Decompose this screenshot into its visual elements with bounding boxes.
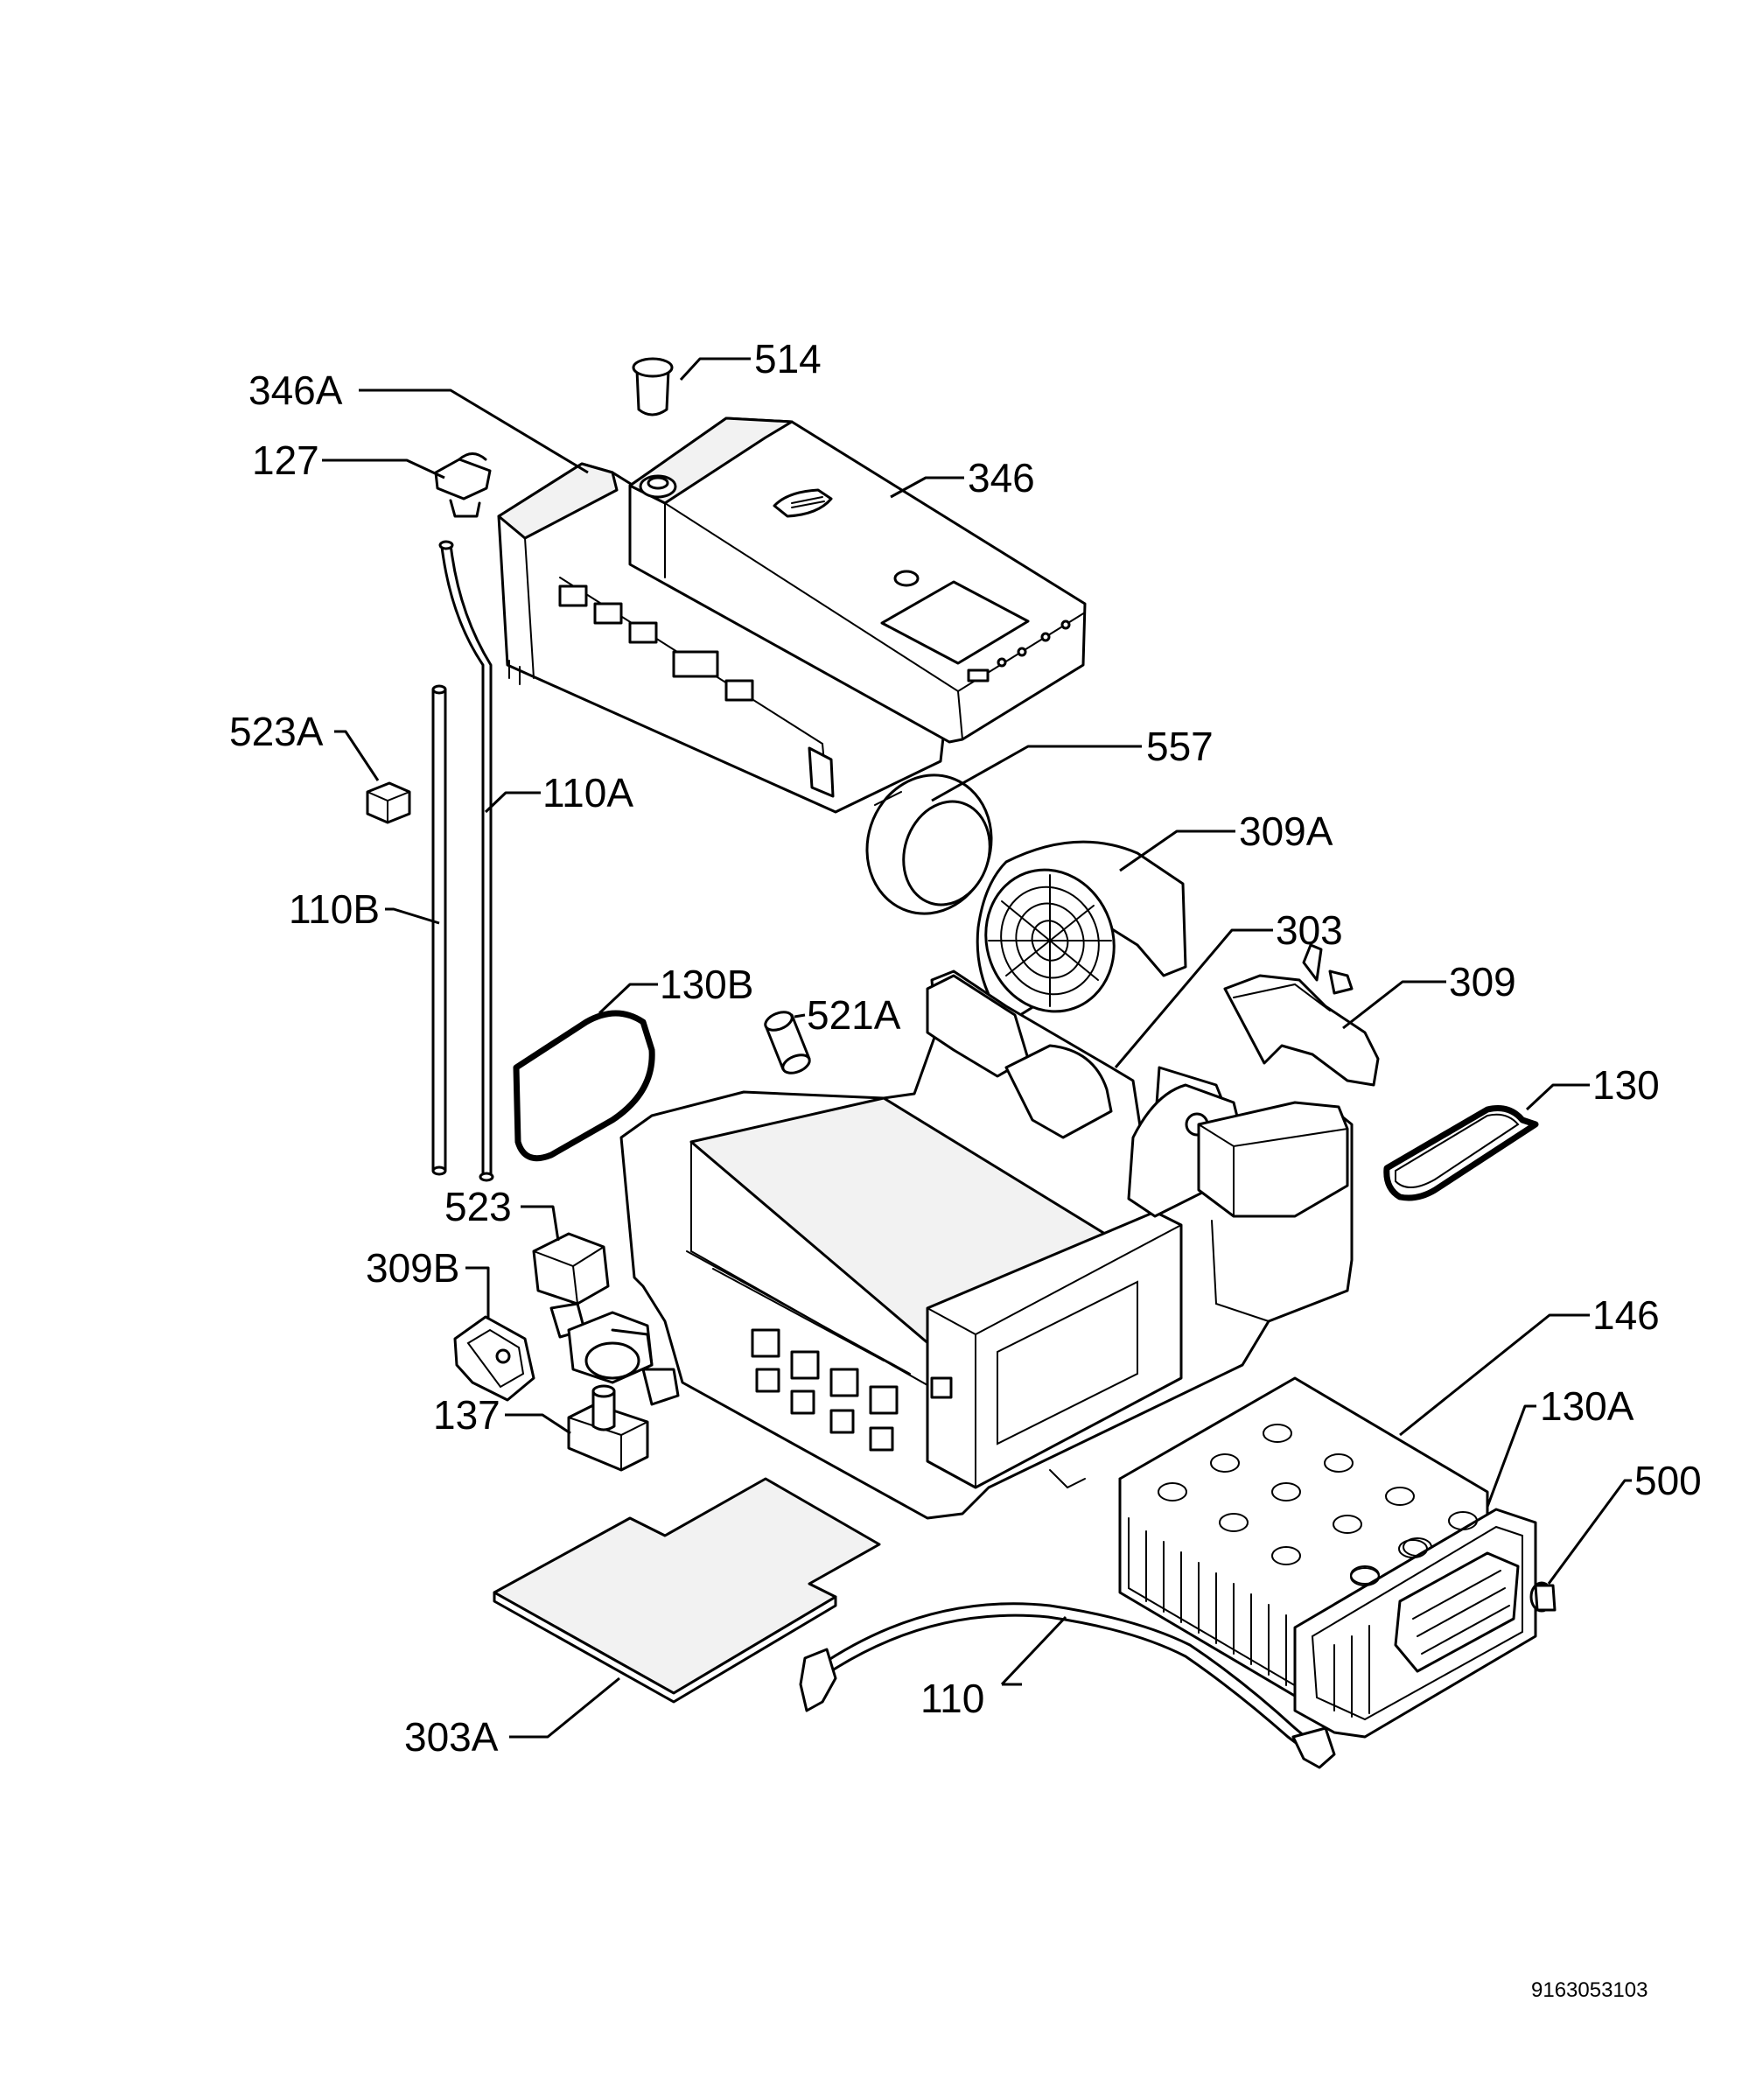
callout-557: 557	[1146, 724, 1214, 769]
part-110B-tube	[431, 684, 447, 1176]
callout-146: 146	[1592, 1292, 1660, 1338]
callout-346A: 346A	[248, 368, 343, 413]
leader-lines	[322, 357, 1632, 1739]
part-110A-tube	[438, 540, 494, 1182]
callout-130: 130	[1592, 1062, 1660, 1108]
callout-110: 110	[920, 1676, 984, 1721]
part-110-drain-hose	[799, 1602, 1336, 1769]
callout-500: 500	[1634, 1458, 1702, 1503]
part-309-duct	[1223, 943, 1380, 1087]
callout-127: 127	[252, 438, 319, 483]
callout-523A: 523A	[229, 709, 324, 754]
part-130-seal	[1383, 1105, 1539, 1201]
part-127-clip	[434, 452, 492, 518]
part-303-base-body	[619, 970, 1354, 1520]
part-130A-frame-seal	[1293, 1508, 1537, 1739]
callout-309: 309	[1449, 959, 1516, 1004]
part-130B-gasket	[513, 1010, 655, 1162]
document-code: 9163053103	[1531, 1978, 1648, 2002]
part-557-ring-seal	[865, 774, 993, 915]
callout-309B: 309B	[366, 1245, 459, 1291]
part-514-cap	[632, 357, 674, 416]
callout-303: 303	[1276, 907, 1343, 953]
part-137-bracket	[567, 1384, 649, 1472]
part-346A-housing	[497, 462, 951, 814]
callout-346: 346	[968, 455, 1035, 500]
part-309A-fan-housing	[976, 840, 1187, 1026]
part-146-heat-exchanger	[1118, 1376, 1489, 1708]
callout-137: 137	[433, 1392, 500, 1438]
part-303A-bottom-plate	[493, 1477, 881, 1704]
callout-130B: 130B	[660, 962, 753, 1007]
callout-523: 523	[444, 1184, 512, 1229]
callout-309A: 309A	[1239, 808, 1333, 854]
part-309B-bracket	[453, 1315, 535, 1402]
callout-labels: 514 346A 127 346 523A 110A 557 309A 110B…	[229, 336, 1702, 2002]
callout-110B: 110B	[289, 886, 380, 932]
part-346-container	[628, 416, 1087, 744]
part-521A-plug	[764, 1011, 811, 1074]
part-500-latch	[1529, 1581, 1557, 1613]
part-sensor-assembly	[567, 1311, 680, 1406]
callout-110A: 110A	[542, 770, 633, 816]
callout-303A: 303A	[404, 1714, 499, 1760]
part-523A-connector	[366, 781, 411, 824]
callout-130A: 130A	[1540, 1383, 1634, 1429]
callout-521A: 521A	[807, 992, 901, 1038]
callout-514: 514	[754, 336, 822, 382]
